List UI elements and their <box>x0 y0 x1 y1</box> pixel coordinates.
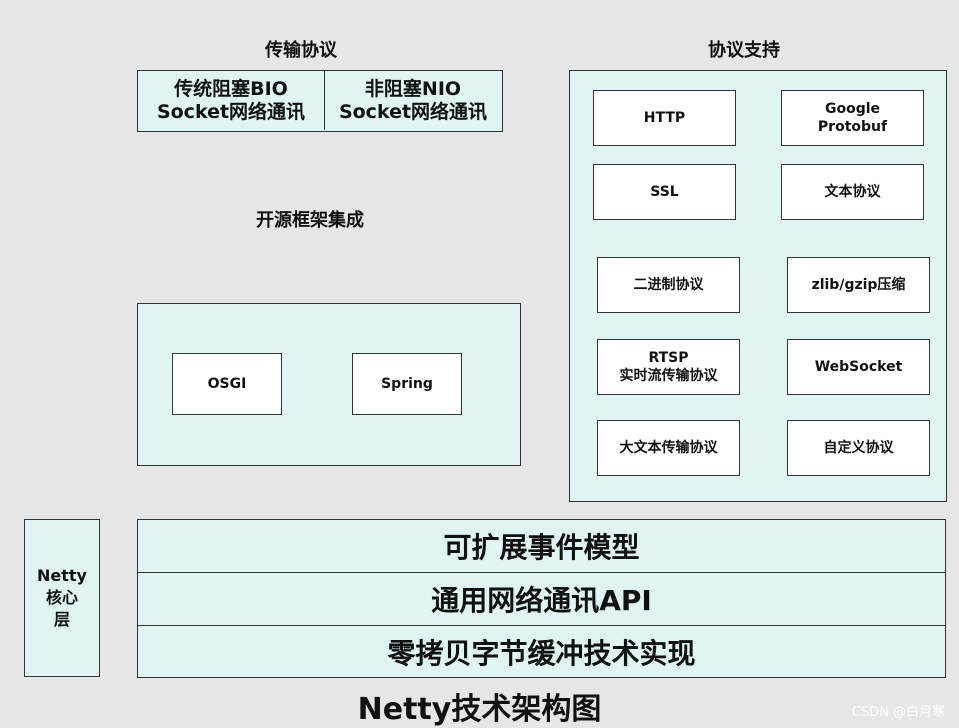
bio-socket-cell: 传统阻塞BIO Socket网络通讯 <box>138 71 325 130</box>
nio-socket-cell: 非阻塞NIO Socket网络通讯 <box>338 77 488 123</box>
protocol-text: 文本协议 <box>781 164 924 220</box>
protocol-large-text: 大文本传输协议 <box>597 420 740 476</box>
layer-event-model: 可扩展事件模型 <box>137 519 946 573</box>
transport-title: 传输协议 <box>265 40 337 61</box>
diagram-title: Netty技术架构图 <box>357 692 602 727</box>
protocol-google-protobuf: Google Protobuf <box>781 90 924 146</box>
protocol-ssl: SSL <box>593 164 736 220</box>
protocol-http: HTTP <box>593 90 736 146</box>
protocol-websocket: WebSocket <box>787 339 930 395</box>
framework-item-spring: Spring <box>352 353 462 415</box>
netty-core-label: Netty 核心 层 <box>24 519 100 677</box>
layer-zero-copy-buffer: 零拷贝字节缓冲技术实现 <box>137 625 946 678</box>
protocol-custom: 自定义协议 <box>787 420 930 476</box>
protocols-title: 协议支持 <box>708 40 780 61</box>
protocol-zlib-gzip: zlib/gzip压缩 <box>787 257 930 313</box>
framework-title: 开源框架集成 <box>256 210 364 231</box>
watermark: CSDN @白月寒 <box>851 705 945 720</box>
layer-network-api: 通用网络通讯API <box>137 572 946 626</box>
transport-box: 传统阻塞BIO Socket网络通讯 非阻塞NIO Socket网络通讯 <box>137 70 503 132</box>
protocol-rtsp: RTSP 实时流传输协议 <box>597 339 740 395</box>
protocol-binary: 二进制协议 <box>597 257 740 313</box>
framework-item-osgi: OSGI <box>172 353 282 415</box>
